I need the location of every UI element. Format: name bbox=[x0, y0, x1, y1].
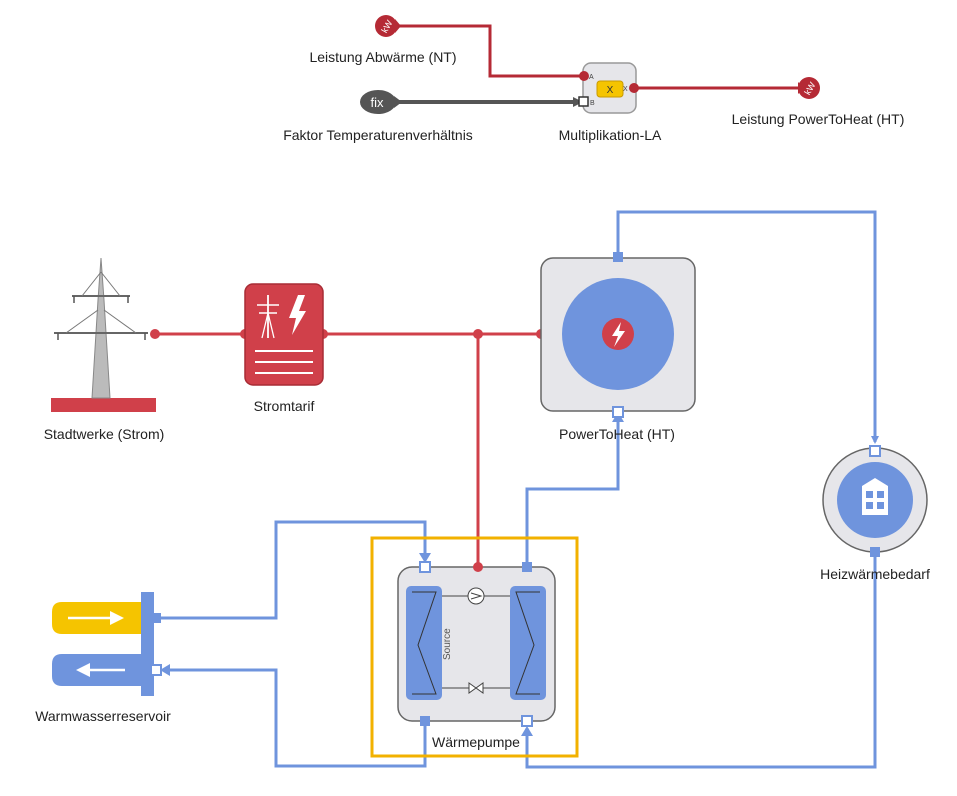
port-x-label: X bbox=[623, 86, 628, 93]
hp-cond-to-ptoh-pipe[interactable] bbox=[525, 420, 620, 566]
waste-heat-input-node[interactable]: kW bbox=[375, 15, 401, 37]
power-to-heat-block[interactable] bbox=[540, 252, 696, 418]
heat-demand-label: Heizwärmebedarf bbox=[820, 566, 930, 582]
heat-demand-block[interactable] bbox=[822, 445, 928, 557]
ptoh-label: PowerToHeat (HT) bbox=[559, 426, 675, 442]
power-pylon-icon[interactable] bbox=[51, 257, 156, 412]
heat-pump-label: Wärmepumpe bbox=[432, 734, 520, 750]
expansion-valve-icon bbox=[468, 682, 484, 694]
multiplier-port-b[interactable] bbox=[578, 96, 589, 107]
multiplier-port-x[interactable] bbox=[629, 83, 639, 93]
compressor-icon bbox=[467, 587, 485, 605]
multiplier-label: Multiplikation-LA bbox=[558, 127, 662, 143]
reservoir-hot-pipe[interactable] bbox=[157, 520, 427, 620]
ptoh-to-demand-pipe[interactable] bbox=[616, 210, 879, 444]
ptoh-output-node[interactable]: kW bbox=[798, 77, 820, 99]
port-a-label: A bbox=[589, 74, 594, 81]
multiplier-symbol: X bbox=[607, 85, 614, 96]
hp-evap-return-pipe[interactable] bbox=[166, 668, 427, 768]
multiplier-block[interactable]: X A B X bbox=[578, 62, 639, 114]
port-b-label: B bbox=[590, 100, 595, 107]
factor-input-node[interactable]: fix bbox=[360, 90, 402, 114]
grid-label: Stadtwerke (Strom) bbox=[43, 426, 165, 442]
heat-pump-block[interactable]: Source bbox=[370, 536, 579, 758]
reservoir-block[interactable] bbox=[52, 592, 162, 696]
demand-return-pipe[interactable] bbox=[525, 554, 877, 769]
signal-wires bbox=[398, 24, 798, 107]
ptoh-output-label: Leistung PowerToHeat (HT) bbox=[731, 111, 905, 127]
waste-heat-label: Leistung Abwärme (NT) bbox=[309, 49, 457, 65]
tariff-label: Stromtarif bbox=[253, 398, 315, 414]
source-label: Source bbox=[442, 628, 453, 660]
evaporator bbox=[406, 586, 442, 700]
thermal-pipes bbox=[157, 210, 879, 769]
building-icon bbox=[862, 478, 888, 515]
selection-frame bbox=[370, 536, 579, 758]
condenser bbox=[510, 586, 546, 700]
electricity-tariff-icon[interactable] bbox=[244, 283, 324, 386]
factor-label: Faktor Temperaturenverhältnis bbox=[283, 127, 473, 143]
waste-heat-signal-wire[interactable] bbox=[398, 24, 583, 78]
reservoir-label: Warmwasserreservoir bbox=[35, 708, 171, 724]
electric-junction bbox=[473, 329, 483, 339]
multiplier-port-a[interactable] bbox=[579, 71, 589, 81]
factor-fix-value: fix bbox=[371, 95, 385, 110]
